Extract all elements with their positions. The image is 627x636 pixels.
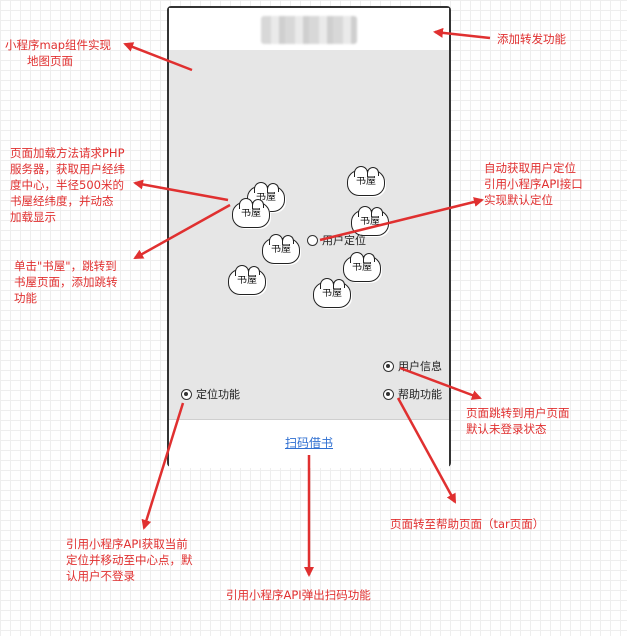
note-map-component: 小程序map组件实现 地图页面 xyxy=(5,37,145,69)
note-click-bookstore: 单击"书屋"，跳转到 书屋页面，添加跳转 功能 xyxy=(14,258,164,306)
note-line: 度中心，半径500米的 xyxy=(10,178,124,192)
note-line: 书屋经纬度，并动态 xyxy=(10,194,114,208)
user-info-button[interactable]: 用户信息 xyxy=(383,358,442,374)
note-line: 小程序map组件实现 xyxy=(5,38,112,52)
locate-label: 定位功能 xyxy=(196,388,240,401)
bookstore-marker[interactable]: 书屋 xyxy=(232,198,270,228)
user-info-label: 用户信息 xyxy=(398,360,442,373)
bookstore-marker[interactable]: 书屋 xyxy=(343,252,381,282)
bookstore-marker[interactable]: 书屋 xyxy=(347,166,385,196)
note-auto-locate: 自动获取用户定位 引用小程序API接口 实现默认定位 xyxy=(484,160,624,208)
note-line: 加载显示 xyxy=(10,210,56,224)
arrow-help-page xyxy=(396,397,457,504)
scan-borrow-link[interactable]: 扫码借书 xyxy=(284,436,333,450)
user-info-icon xyxy=(383,360,394,372)
note-line: 自动获取用户定位 xyxy=(484,161,576,175)
note-line: 页面跳转到用户页面 xyxy=(466,406,570,420)
note-scan-api: 引用小程序API弹出扫码功能 xyxy=(226,588,371,602)
bookstore-marker[interactable]: 书屋 xyxy=(262,234,300,264)
location-dot-icon xyxy=(307,234,318,246)
bookstore-marker[interactable]: 书屋 xyxy=(228,265,266,295)
note-line: 引用小程序API接口 xyxy=(484,177,583,191)
note-line: 实现默认定位 xyxy=(484,193,553,207)
title-bar xyxy=(169,8,449,51)
note-user-page: 页面跳转到用户页面 默认未登录状态 xyxy=(466,405,606,437)
locate-button[interactable]: 定位功能 xyxy=(181,386,240,402)
note-line: 服务器，获取用户经纬 xyxy=(10,162,125,176)
help-icon xyxy=(383,388,394,400)
note-line: 认用户不登录 xyxy=(66,569,135,583)
note-line: 单击"书屋"，跳转到 xyxy=(14,259,117,273)
arrow-auto-locate xyxy=(319,197,484,242)
help-label: 帮助功能 xyxy=(398,388,442,401)
locate-icon xyxy=(181,388,192,400)
note-help-page: 页面转至帮助页面（tar页面） xyxy=(390,517,545,531)
note-line: 地图页面 xyxy=(27,54,73,68)
note-share: 添加转发功能 xyxy=(497,32,566,46)
bottom-bar: 扫码借书 xyxy=(169,419,449,468)
arrow-user-page xyxy=(399,366,482,400)
note-line: 引用小程序API获取当前 xyxy=(66,537,188,551)
arrow-load-php xyxy=(133,179,229,202)
note-line: 书屋页面，添加跳转 xyxy=(14,275,118,289)
note-line: 页面加载方法请求PHP xyxy=(10,146,125,160)
note-line: 定位并移动至中心点，默 xyxy=(66,553,193,567)
bookstore-marker[interactable]: 书屋 xyxy=(313,278,351,308)
arrow-click-bookstore xyxy=(133,203,231,260)
phone-frame: 书屋 书屋 书屋 书屋 书屋 书屋 书屋 书屋 用户定位 用户信息 定位功能 帮… xyxy=(167,6,451,468)
note-line: 功能 xyxy=(14,291,37,305)
note-locate-api: 引用小程序API获取当前 定位并移动至中心点，默 认用户不登录 xyxy=(66,536,226,584)
arrow-locate-api xyxy=(141,402,185,530)
note-load-php: 页面加载方法请求PHP 服务器，获取用户经纬 度中心，半径500米的 书屋经纬度… xyxy=(10,145,150,225)
arrow-share xyxy=(433,27,491,40)
arrow-map-component xyxy=(123,42,193,72)
blurred-title xyxy=(261,16,357,44)
help-button[interactable]: 帮助功能 xyxy=(383,386,442,402)
note-line: 默认未登录状态 xyxy=(466,422,547,436)
